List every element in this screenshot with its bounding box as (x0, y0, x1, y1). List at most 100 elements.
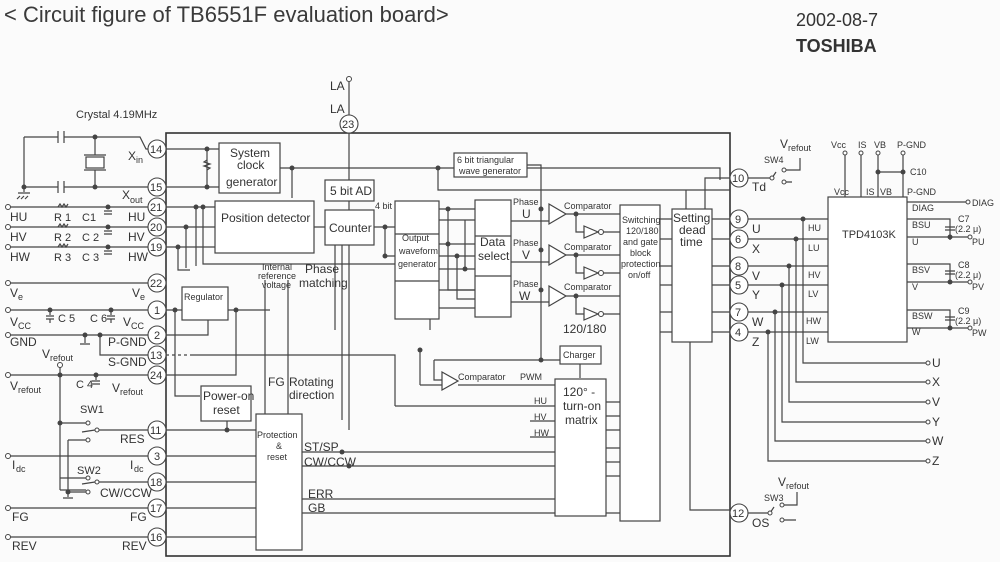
motor-output-terminals: U X V Y W Z (925, 356, 944, 468)
svg-text:17: 17 (150, 503, 162, 515)
svg-text:Comparator: Comparator (564, 282, 612, 292)
svg-text:C8: C8 (958, 260, 970, 270)
svg-text:V: V (932, 395, 940, 409)
svg-text:14: 14 (150, 144, 162, 156)
svg-text:V: V (112, 381, 120, 395)
svg-text:Comparator: Comparator (458, 372, 506, 382)
terminal-hw (5, 244, 11, 250)
svg-text:V: V (10, 379, 18, 393)
svg-text:20: 20 (150, 222, 162, 234)
svg-text:CW/CCW: CW/CCW (100, 486, 153, 500)
counter: Counter 4 bit (324, 201, 395, 430)
svg-text:V: V (10, 315, 18, 329)
svg-text:e: e (18, 292, 23, 302)
ad-converter-5bit: 5 bit AD (324, 179, 375, 202)
pin-16: REV REV 16 (5, 527, 167, 553)
svg-text:V: V (123, 315, 131, 329)
svg-text:ERR: ERR (308, 487, 334, 501)
svg-text:HW: HW (806, 316, 821, 326)
svg-text:time: time (680, 235, 703, 249)
svg-text:VB: VB (874, 140, 886, 150)
svg-text:I: I (130, 458, 133, 472)
svg-text:HW: HW (128, 250, 149, 264)
output-pins: 9U 6X 8V 5Y 7W 4Z (729, 209, 926, 462)
svg-text:FG: FG (130, 510, 147, 524)
svg-text:Comparator: Comparator (564, 201, 612, 211)
capacitor-icon (104, 210, 112, 255)
svg-text:16: 16 (150, 532, 162, 544)
svg-text:C1: C1 (82, 212, 96, 224)
diagram-title: < Circuit figure of TB6551F evaluation b… (4, 2, 449, 27)
svg-text:R 3: R 3 (54, 252, 71, 264)
svg-text:HU: HU (10, 210, 27, 224)
svg-text:X: X (752, 242, 760, 256)
svg-text:22: 22 (150, 278, 162, 290)
triangular-wave-generator: 6 bit triangular wave generator (435, 152, 730, 360)
svg-text:FG: FG (12, 510, 29, 524)
svg-text:120/180: 120/180 (626, 226, 659, 236)
svg-text:CC: CC (131, 321, 144, 331)
svg-text:REV: REV (122, 539, 147, 553)
terminal-hv (5, 224, 11, 230)
svg-text:C 5: C 5 (58, 313, 75, 325)
svg-text:W: W (912, 327, 921, 337)
svg-text:e: e (140, 292, 145, 302)
pin-11: SW1 RES 11 (57, 404, 167, 492)
svg-text:C 3: C 3 (82, 252, 99, 264)
svg-text:ST/SP: ST/SP (304, 440, 339, 454)
svg-text:direction: direction (289, 388, 334, 402)
svg-text:LA: LA (330, 102, 345, 116)
svg-text:waveform: waveform (398, 246, 438, 256)
svg-text:P-GND: P-GND (897, 140, 927, 150)
svg-text:PU: PU (972, 237, 985, 247)
svg-text:24: 24 (150, 370, 162, 382)
position-detector: Position detector (166, 200, 431, 330)
svg-text:11: 11 (150, 425, 161, 437)
svg-text:HU: HU (808, 223, 821, 233)
svg-text:SW2: SW2 (77, 465, 101, 477)
switching-block: Switching 120/180 and gate block protect… (619, 204, 661, 522)
svg-text:GB: GB (308, 501, 325, 515)
svg-text:V: V (10, 286, 18, 300)
svg-text:matching: matching (299, 276, 348, 290)
tb6551f-chip-outline (165, 132, 731, 557)
svg-text:(2.2 μ): (2.2 μ) (955, 316, 981, 326)
svg-text:V: V (522, 248, 530, 262)
company-name: TOSHIBA (796, 36, 877, 56)
svg-text:5 bit AD: 5 bit AD (330, 184, 372, 198)
pin-23: LA LA 23 (330, 76, 359, 180)
svg-text:refout: refout (18, 385, 42, 395)
svg-text:matrix: matrix (565, 413, 598, 427)
svg-text:IS: IS (866, 187, 875, 197)
svg-text:DIAG: DIAG (972, 198, 994, 208)
svg-text:CC: CC (18, 321, 31, 331)
ground-icon (80, 335, 90, 345)
ground-icon (16, 187, 30, 200)
svg-text:Td: Td (752, 180, 766, 194)
svg-text:C 4: C 4 (76, 379, 93, 391)
svg-text:LA: LA (330, 79, 345, 93)
svg-text:V: V (752, 269, 760, 283)
pin-18: SW2 CW/CCW 18 (60, 465, 167, 500)
svg-text:and gate: and gate (623, 237, 658, 247)
svg-text:U: U (932, 356, 941, 370)
pin-17: FG FG 17 (5, 498, 167, 524)
svg-text:HW: HW (534, 428, 549, 438)
svg-text:W: W (519, 289, 531, 303)
output-waveform-generator: Output waveform generator (382, 200, 440, 320)
resistor-icon (57, 202, 69, 249)
svg-text:13: 13 (150, 350, 162, 362)
svg-text:Z: Z (932, 454, 939, 468)
svg-text:GND: GND (10, 335, 37, 349)
comparator-icon (441, 370, 460, 392)
system-clock-generator: System clock generator (166, 142, 721, 198)
svg-text:FG: FG (268, 375, 285, 389)
svg-text:Position detector: Position detector (221, 211, 310, 225)
svg-text:Phase: Phase (513, 279, 539, 289)
svg-text:Protection: Protection (257, 430, 298, 440)
svg-text:HV: HV (10, 230, 27, 244)
svg-text:V: V (42, 347, 50, 361)
